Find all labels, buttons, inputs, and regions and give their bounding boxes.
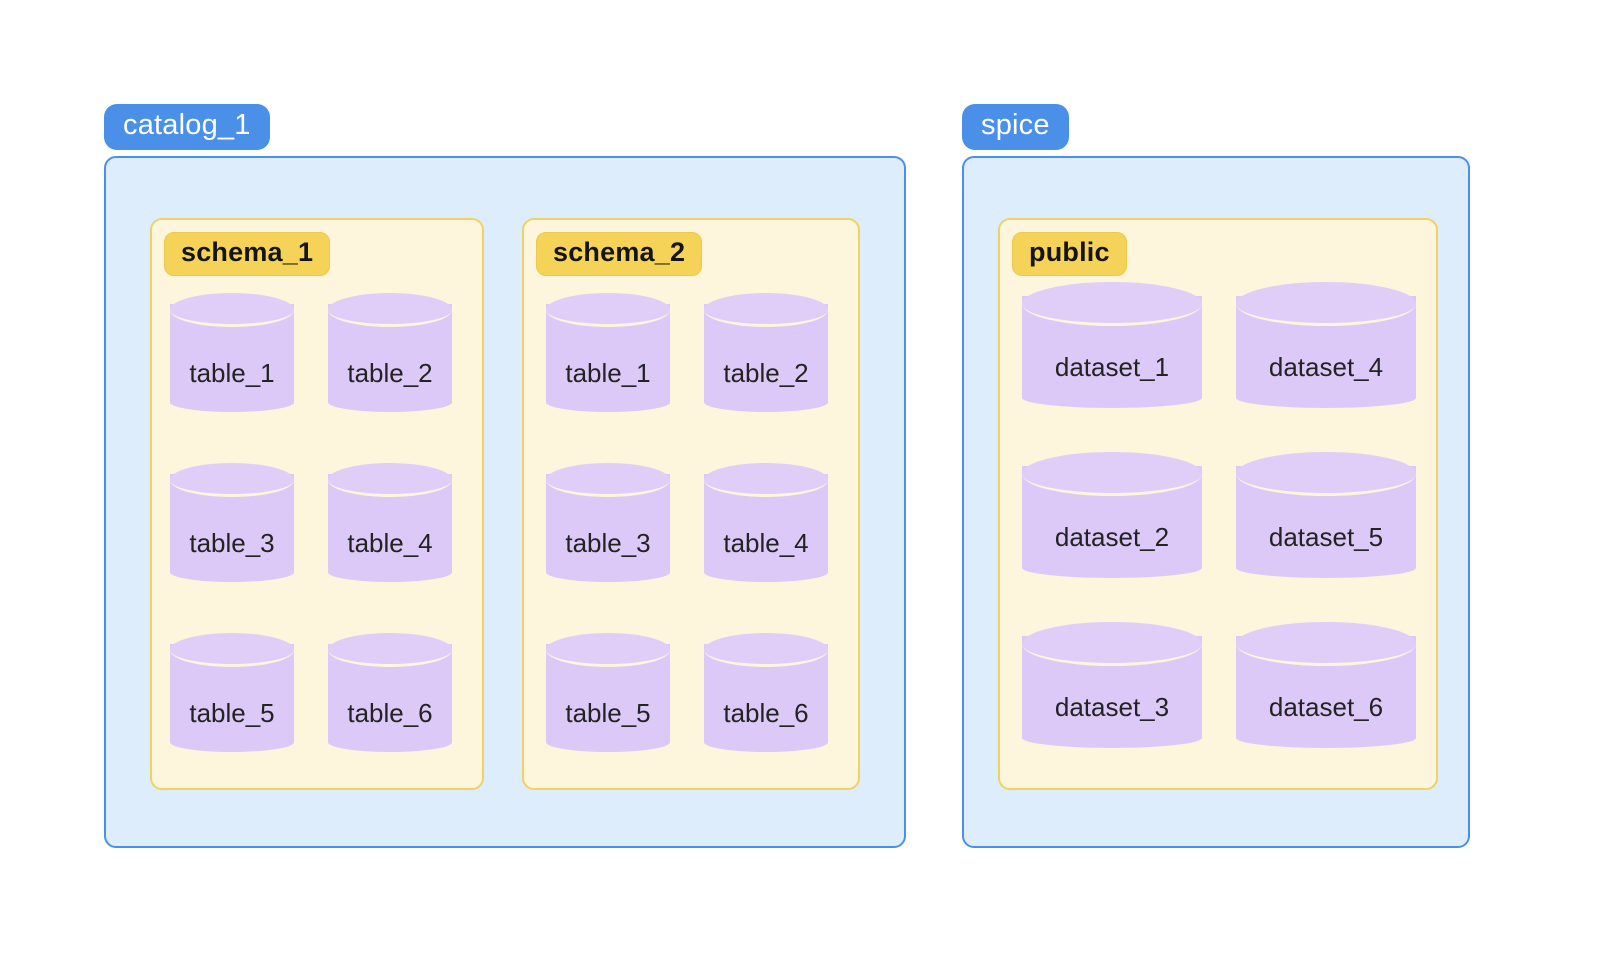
catalog-group-catalog_1: catalog_1 schema_1 table_1 table_2 <box>104 104 906 848</box>
cylinder-label: table_4 <box>723 528 809 558</box>
table-cylinder[interactable]: table_3 <box>170 463 294 582</box>
cylinder-top-ellipse <box>328 293 452 327</box>
cylinder-top-ellipse <box>1236 622 1416 666</box>
cylinder-label: dataset_4 <box>1268 352 1384 382</box>
cylinder-label: dataset_2 <box>1054 522 1170 552</box>
cylinder-label: dataset_1 <box>1054 352 1170 382</box>
schema-box-schema_2: schema_2 table_1 table_2 table_3 <box>522 218 860 790</box>
cylinder-top-ellipse <box>1236 282 1416 326</box>
table-cylinder[interactable]: table_1 <box>170 293 294 412</box>
dataset-cylinder[interactable]: dataset_3 <box>1022 622 1202 748</box>
table-cylinder[interactable]: table_1 <box>546 293 670 412</box>
schema-badge-schema_1[interactable]: schema_1 <box>164 232 331 276</box>
cylinder-top-ellipse <box>170 463 294 497</box>
cylinder-top-ellipse <box>170 293 294 327</box>
cylinder-top-ellipse <box>546 633 670 667</box>
catalog-badge-catalog_1[interactable]: catalog_1 <box>104 104 270 150</box>
cylinder-top-ellipse <box>1022 622 1202 666</box>
cylinder-label: table_5 <box>189 698 275 728</box>
cylinder-top-ellipse <box>170 633 294 667</box>
cylinder-top-ellipse <box>704 293 828 327</box>
table-cylinder[interactable]: table_5 <box>170 633 294 752</box>
cylinder-label: dataset_6 <box>1268 692 1384 722</box>
table-cylinder[interactable]: table_5 <box>546 633 670 752</box>
schema-box-public: public dataset_1 dataset_4 dataset_2 <box>998 218 1438 790</box>
table-cylinder[interactable]: table_3 <box>546 463 670 582</box>
table-cylinder[interactable]: table_4 <box>328 463 452 582</box>
cylinder-label: table_6 <box>723 698 809 728</box>
catalog-box-spice: public dataset_1 dataset_4 dataset_2 <box>962 156 1470 848</box>
cylinder-label: table_5 <box>565 698 651 728</box>
schema-badge-schema_2[interactable]: schema_2 <box>536 232 703 276</box>
cylinder-top-ellipse <box>704 463 828 497</box>
cylinder-label: table_3 <box>189 528 275 558</box>
cylinder-label: dataset_5 <box>1268 522 1384 552</box>
cylinder-top-ellipse <box>1236 452 1416 496</box>
table-cylinder[interactable]: table_6 <box>704 633 828 752</box>
schema-box-schema_1: schema_1 table_1 table_2 table_3 <box>150 218 484 790</box>
table-cylinder[interactable]: table_2 <box>328 293 452 412</box>
cylinder-top-ellipse <box>1022 452 1202 496</box>
schema-badge-public[interactable]: public <box>1012 232 1127 276</box>
cylinder-top-ellipse <box>328 633 452 667</box>
catalog-badge-spice[interactable]: spice <box>962 104 1069 150</box>
catalog-box-catalog_1: schema_1 table_1 table_2 table_3 <box>104 156 906 848</box>
cylinder-label: table_1 <box>565 358 651 388</box>
cylinder-label: table_4 <box>347 528 433 558</box>
cylinder-label: table_2 <box>347 358 433 388</box>
cylinder-top-ellipse <box>328 463 452 497</box>
cylinder-label: table_6 <box>347 698 433 728</box>
cylinder-top-ellipse <box>546 463 670 497</box>
table-cylinder[interactable]: table_4 <box>704 463 828 582</box>
dataset-cylinder[interactable]: dataset_4 <box>1236 282 1416 408</box>
cylinder-top-ellipse <box>546 293 670 327</box>
cylinder-label: table_3 <box>565 528 651 558</box>
cylinder-top-ellipse <box>1022 282 1202 326</box>
dataset-cylinder[interactable]: dataset_6 <box>1236 622 1416 748</box>
cylinder-label: table_2 <box>723 358 809 388</box>
cylinder-label: dataset_3 <box>1054 692 1170 722</box>
cylinder-top-ellipse <box>704 633 828 667</box>
cylinder-label: table_1 <box>189 358 275 388</box>
catalog-group-spice: spice public dataset_1 dataset_4 <box>962 104 1470 848</box>
dataset-cylinder[interactable]: dataset_5 <box>1236 452 1416 578</box>
table-cylinder[interactable]: table_2 <box>704 293 828 412</box>
dataset-cylinder[interactable]: dataset_1 <box>1022 282 1202 408</box>
dataset-cylinder[interactable]: dataset_2 <box>1022 452 1202 578</box>
table-cylinder[interactable]: table_6 <box>328 633 452 752</box>
